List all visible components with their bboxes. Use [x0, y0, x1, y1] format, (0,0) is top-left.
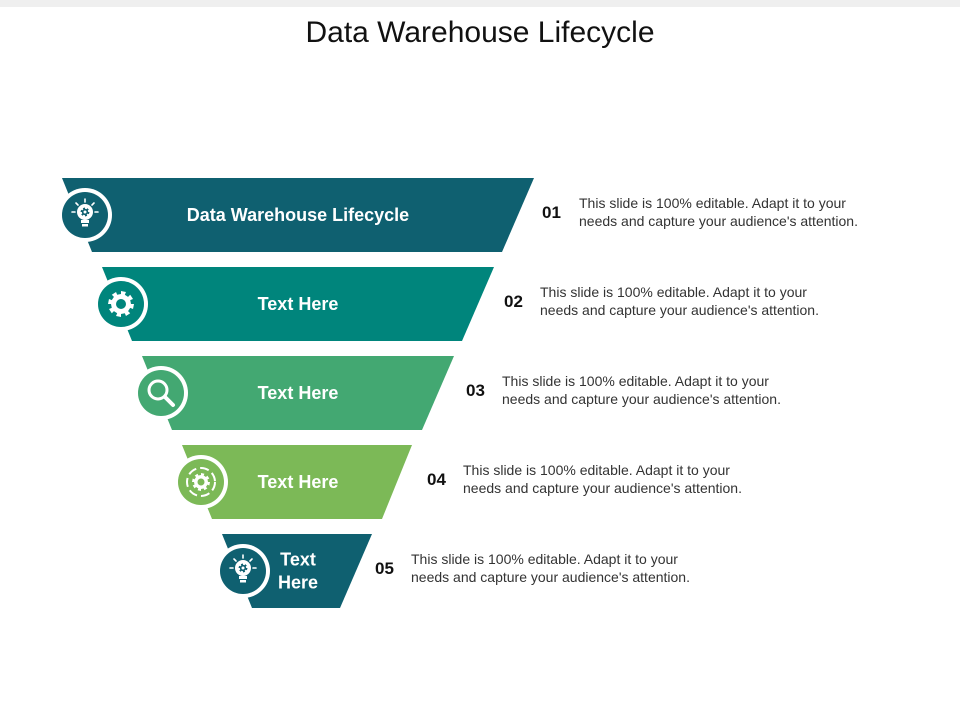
band-shape [182, 445, 412, 519]
step-number: 03 [466, 381, 485, 400]
gear-icon [108, 291, 134, 317]
band-shape [62, 178, 534, 252]
step-number: 02 [504, 292, 523, 311]
band-label: Text Here [258, 294, 339, 314]
step-description: This slide is 100% editable. Adapt it to… [502, 372, 822, 408]
lightbulb-gear-icon [71, 198, 99, 227]
step-number: 05 [375, 559, 394, 578]
description-line: needs and capture your audience's attent… [463, 480, 742, 496]
description-line: This slide is 100% editable. Adapt it to… [540, 284, 807, 300]
band-shape [102, 267, 494, 341]
top-strip [0, 0, 960, 7]
band-shape [142, 356, 454, 430]
step-description: This slide is 100% editable. Adapt it to… [540, 283, 860, 319]
step-number: 01 [542, 203, 561, 222]
funnel-band-04: Text Here [174, 445, 412, 519]
description-line: This slide is 100% editable. Adapt it to… [579, 195, 846, 211]
slide-title: Data Warehouse Lifecycle [305, 16, 655, 49]
description-line: This slide is 100% editable. Adapt it to… [463, 462, 730, 478]
description-line: This slide is 100% editable. Adapt it to… [411, 551, 678, 567]
gear-cycle-icon [186, 467, 216, 497]
band-label: Here [278, 573, 318, 593]
description-line: needs and capture your audience's attent… [540, 302, 819, 318]
step-description: This slide is 100% editable. Adapt it to… [463, 461, 783, 497]
description-line: needs and capture your audience's attent… [502, 391, 781, 407]
lightbulb-gear-icon [229, 554, 257, 583]
magnifier-icon [147, 379, 175, 407]
band-label: Text Here [258, 383, 339, 403]
band-label: Data Warehouse Lifecycle [187, 205, 409, 225]
funnel-band-01: Data Warehouse Lifecycle [58, 178, 534, 252]
description-line: needs and capture your audience's attent… [411, 569, 690, 585]
step-number: 04 [427, 470, 446, 489]
step-description: This slide is 100% editable. Adapt it to… [579, 194, 899, 230]
icon-badge [138, 370, 184, 416]
funnel-band-02: Text Here [94, 267, 494, 341]
band-label: Text [280, 550, 316, 570]
band-label: Text Here [258, 472, 339, 492]
description-line: needs and capture your audience's attent… [579, 213, 858, 229]
step-description: This slide is 100% editable. Adapt it to… [411, 550, 731, 586]
description-line: This slide is 100% editable. Adapt it to… [502, 373, 769, 389]
funnel-band-03: Text Here [134, 356, 454, 430]
